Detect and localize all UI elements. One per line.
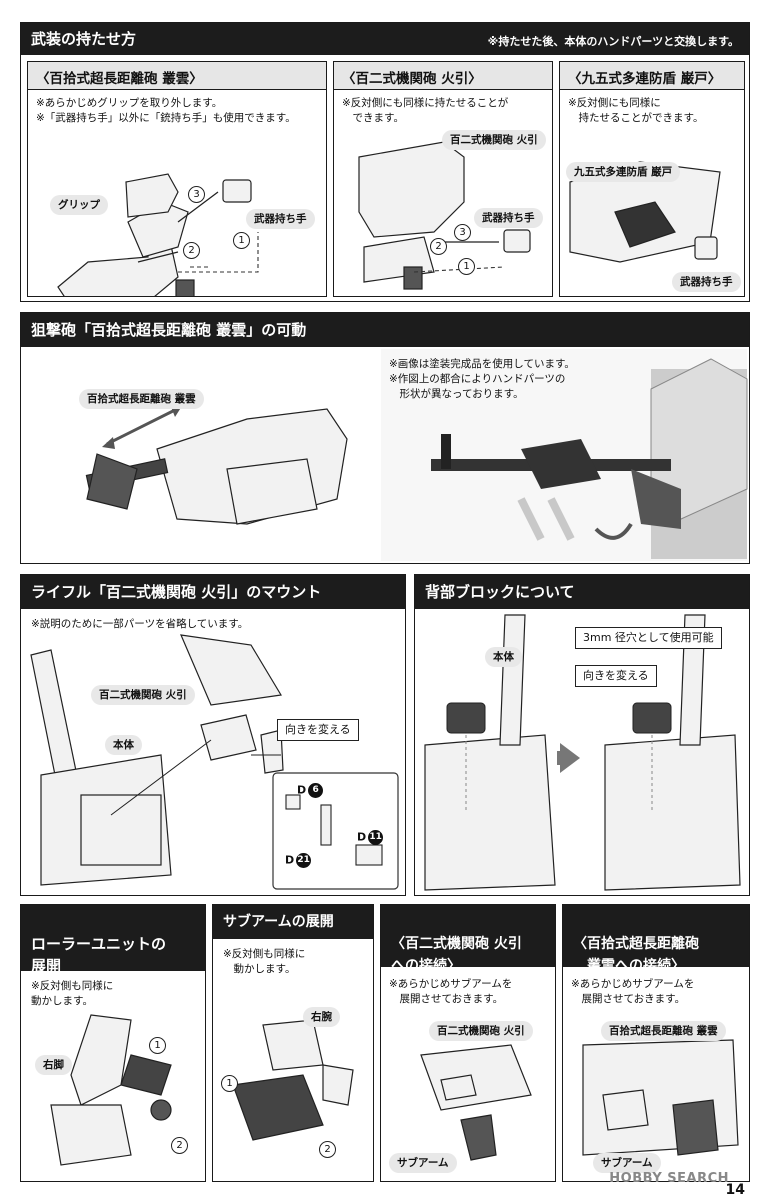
panel-murakumo-hold: 〈百拾式超長距離砲 叢雲〉 ※あらかじめグリップを取り外します。 ※「武器持ち手… [27, 61, 327, 297]
section-weapon-holding: 武装の持たせ方 ※持たせた後、本体のハンドパーツと交換します。 〈百拾式超長距離… [20, 22, 750, 302]
section-title: ローラーユニットの 展開 [31, 935, 167, 975]
photo-illustration [431, 358, 748, 559]
connect-hibiki-diagram [420, 1044, 532, 1161]
right-arm-label: 右腕 [303, 1007, 340, 1027]
section-title-bar: 背部ブロックについて [415, 575, 749, 609]
rotate-label: 向きを変える [575, 665, 657, 687]
photo-note: ※画像は塗装完成品を使用しています。 ※作図上の都合によりハンドパーツの 形状が… [389, 358, 575, 400]
panel-title: 〈百拾式超長距離砲 叢雲〉 [28, 62, 326, 90]
subarm-label: サブアーム [389, 1153, 457, 1173]
step-3-marker: 3 [188, 186, 205, 203]
step-2-marker: 2 [430, 238, 447, 255]
roller-diagram [50, 1014, 172, 1166]
sniper-label: 百拾式超長距離砲 叢雲 [601, 1021, 726, 1041]
painted-sample-photo: ※画像は塗装完成品を使用しています。 ※作図上の都合によりハンドパーツの 形状が… [381, 349, 748, 561]
step-1-marker: 1 [233, 232, 250, 249]
section-title-bar: ローラーユニットの 展開 [21, 905, 205, 975]
panel-hibiki-hold: 〈百二式機関砲 火引〉 ※反対側にも同様に持たせることが できます。 百二式機関… [333, 61, 553, 297]
section-note: ※反対側も同様に 動かします。 [223, 948, 306, 975]
step-2-marker: 2 [319, 1141, 336, 1158]
section-title: 背部ブロックについて [425, 583, 575, 601]
section-connect-murakumo: 〈百拾式超長距離砲 叢雲への接続〉 ※あらかじめサブアームを 展開させておきます… [562, 904, 750, 1182]
section-note: ※あらかじめサブアームを 展開させておきます。 [389, 978, 513, 1005]
section-title: 〈百拾式超長距離砲 叢雲への接続〉 [573, 936, 699, 974]
section-title-bar: サブアームの展開 [213, 905, 373, 939]
step-1-marker: 1 [458, 258, 475, 275]
section-sniper-articulation: 狙撃砲「百拾式超長距離砲 叢雲」の可動 百拾式超長距離砲 叢雲 ※画像は塗装完成… [20, 312, 750, 564]
section-roller-unit: ローラーユニットの 展開 ※反対側も同様に 動かします。 右脚 1 2 [20, 904, 206, 1182]
sniper-diagram [85, 406, 348, 525]
section-title: 武装の持たせ方 [31, 30, 137, 48]
iwato-hold-diagram [569, 161, 721, 263]
sniper-label: 百拾式超長距離砲 叢雲 [79, 389, 204, 409]
section-title-bar: 狙撃砲「百拾式超長距離砲 叢雲」の可動 [21, 313, 749, 347]
weapon-hand-label: 武器持ち手 [672, 272, 741, 292]
step-3-marker: 3 [454, 224, 471, 241]
back-block-diagram [424, 614, 741, 891]
murakumo-hold-diagram [57, 173, 259, 296]
section-note: ※説明のために一部パーツを省略しています。 [31, 618, 249, 630]
weapon-label: 九五式多連防盾 巌戸 [566, 162, 681, 182]
page-number: 14 [725, 1182, 745, 1198]
section-title: 〈百二式機関砲 火引 への接続〉 [391, 936, 522, 974]
section-note: ※反対側も同様に 動かします。 [31, 980, 114, 1007]
subarm-label: サブアーム [593, 1153, 661, 1173]
section-title: 狙撃砲「百拾式超長距離砲 叢雲」の可動 [31, 321, 307, 339]
weapon-hand-label: 武器持ち手 [246, 209, 315, 229]
panel-note: ※あらかじめグリップを取り外します。 ※「武器持ち手」以外に「銃持ち手」も使用で… [36, 97, 296, 124]
subarm-diagram [232, 1019, 354, 1141]
section-connect-hibiki: 〈百二式機関砲 火引 への接続〉 ※あらかじめサブアームを 展開させておきます。… [380, 904, 556, 1182]
connect-murakumo-diagram [582, 1039, 739, 1156]
section-title-bar: 〈百拾式超長距離砲 叢雲への接続〉 [563, 905, 749, 974]
section-subarm-deploy: サブアームの展開 ※反対側も同様に 動かします。 右腕 1 2 [212, 904, 374, 1182]
rifle-label: 百二式機関砲 火引 [429, 1021, 533, 1041]
section-note: ※持たせた後、本体のハンドパーツと交換します。 [487, 35, 739, 48]
step-1-marker: 1 [221, 1075, 238, 1092]
section-note: ※あらかじめサブアームを 展開させておきます。 [571, 978, 695, 1005]
rotate-label: 向きを変える [277, 719, 359, 741]
section-title-bar: ライフル「百二式機関砲 火引」のマウント [21, 575, 405, 609]
step-2-marker: 2 [183, 242, 200, 259]
step-1-marker: 1 [149, 1037, 166, 1054]
step-2-marker: 2 [171, 1137, 188, 1154]
section-rifle-mount: ライフル「百二式機関砲 火引」のマウント ※説明のために一部パーツを省略していま… [20, 574, 406, 896]
right-leg-label: 右脚 [35, 1055, 72, 1075]
hole-label: 3mm 径穴として使用可能 [575, 627, 722, 649]
rifle-label: 百二式機関砲 火引 [91, 685, 195, 705]
weapon-hand-label: 武器持ち手 [474, 208, 543, 228]
section-back-block: 背部ブロックについて 本体 3mm 径穴として使用可能 向きを変える [414, 574, 750, 896]
hibiki-hold-diagram [358, 141, 531, 290]
panel-title: 〈百二式機関砲 火引〉 [334, 62, 552, 90]
section-title-bar: 武装の持たせ方 ※持たせた後、本体のハンドパーツと交換します。 [21, 23, 749, 55]
grip-label: グリップ [50, 195, 108, 215]
section-title: サブアームの展開 [223, 914, 334, 930]
panel-note: ※反対側にも同様に持たせることが できます。 [342, 97, 509, 124]
panel-note: ※反対側にも同様に 持たせることができます。 [568, 97, 704, 124]
section-title: ライフル「百二式機関砲 火引」のマウント [31, 583, 322, 601]
weapon-label: 百二式機関砲 火引 [442, 130, 546, 150]
body-label: 本体 [485, 647, 522, 667]
panel-title: 〈九五式多連防盾 巌戸〉 [560, 62, 744, 90]
section-title-bar: 〈百二式機関砲 火引 への接続〉 [381, 905, 555, 974]
hobby-search-watermark: HOBBY SEARCH [609, 1171, 729, 1186]
panel-iwato-hold: 〈九五式多連防盾 巌戸〉 ※反対側にも同様に 持たせることができます。 九五式多… [559, 61, 745, 297]
body-label: 本体 [105, 735, 142, 755]
